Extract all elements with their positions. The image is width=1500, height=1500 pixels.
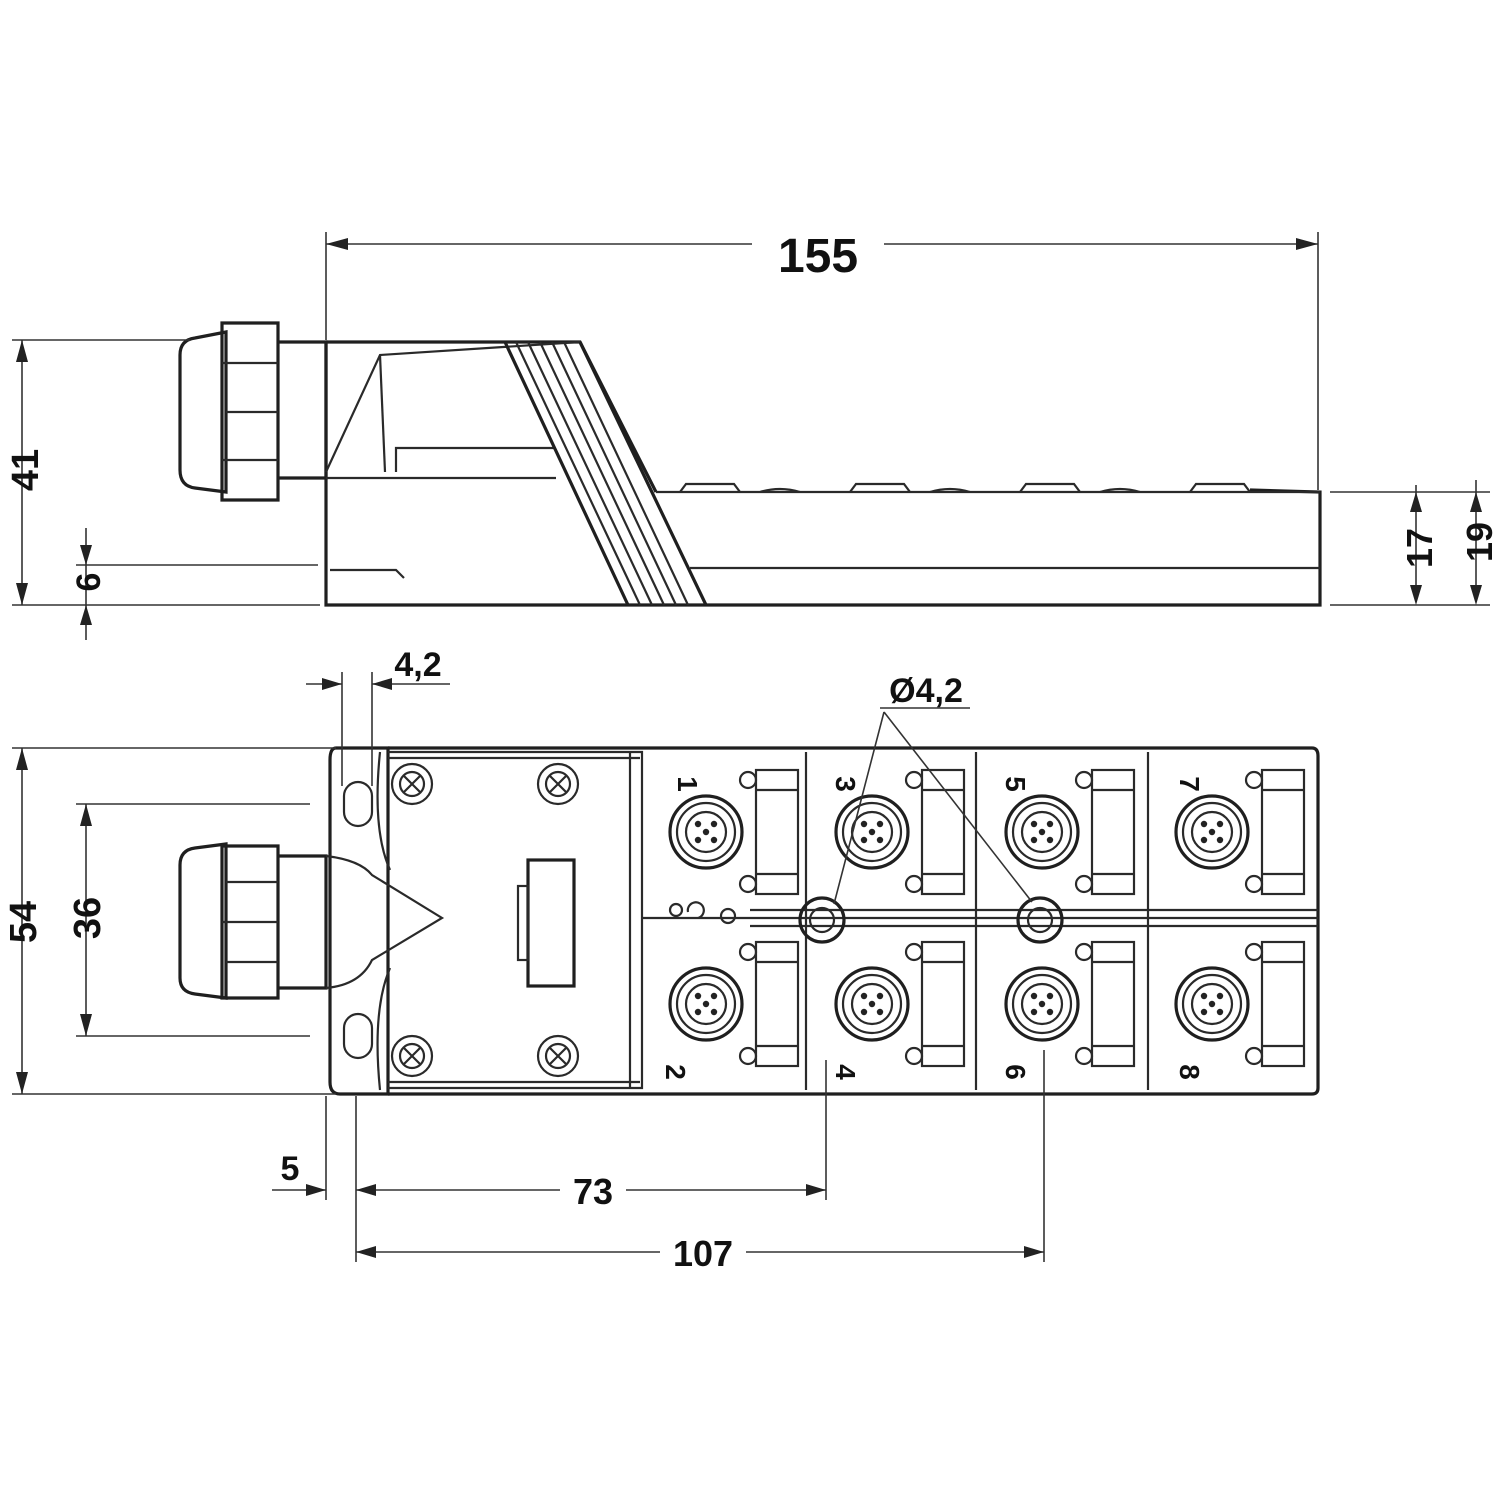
mounting-hole-icon	[798, 896, 846, 944]
dimension-41: 41	[5, 339, 320, 606]
dimension-5: 5	[272, 1096, 357, 1262]
port-label-4: 4	[830, 1064, 861, 1080]
m12-port-icon	[668, 940, 800, 1068]
dimension-155-label: 155	[778, 230, 858, 283]
m12-port-icon	[668, 768, 800, 896]
dimension-5-label: 5	[281, 1150, 300, 1188]
m12-port-icon	[1004, 768, 1136, 896]
mounting-hole-icon	[1016, 896, 1064, 944]
screw-icon	[536, 762, 580, 806]
dimension-54-label: 54	[3, 901, 45, 943]
m12-port-icon	[1004, 940, 1136, 1068]
screw-icon	[536, 1034, 580, 1078]
m12-port-icon	[1174, 768, 1306, 896]
m12-port-icon	[834, 940, 966, 1068]
dimension-17-label: 17	[1399, 528, 1440, 568]
dimension-155: 155	[325, 230, 1319, 490]
port-group	[668, 768, 1306, 1068]
m12-port-icon	[1174, 940, 1306, 1068]
dimension-107-label: 107	[673, 1233, 733, 1274]
dimension-36-label: 36	[67, 897, 109, 939]
port-label-8: 8	[1174, 1064, 1205, 1080]
port-label-3: 3	[830, 776, 861, 792]
dimension-diameter: Ø4,2	[833, 672, 1033, 905]
dimension-41-label: 41	[5, 449, 47, 491]
port-label-5: 5	[1000, 776, 1031, 792]
dimension-4-2-label: 4,2	[394, 646, 441, 684]
top-view	[178, 746, 1320, 1096]
m12-port-icon	[834, 768, 966, 896]
dimension-6-label: 6	[70, 573, 108, 592]
port-label-7: 7	[1174, 776, 1205, 792]
screw-icon	[390, 762, 434, 806]
port-labels: 1 2 3 4 5 6 7 8	[660, 776, 1205, 1080]
dimension-73-label: 73	[573, 1171, 613, 1212]
dimension-73: 73	[356, 1060, 827, 1212]
port-label-2: 2	[660, 1064, 691, 1080]
dimension-36: 36	[67, 803, 310, 1037]
dimension-4-2: 4,2	[306, 646, 450, 786]
port-label-6: 6	[1000, 1064, 1031, 1080]
dimension-19-label: 19	[1459, 522, 1500, 562]
port-label-1: 1	[672, 776, 703, 792]
dimension-6: 6	[70, 528, 318, 640]
dimension-107: 107	[356, 1050, 1045, 1274]
side-view	[178, 321, 1322, 607]
dimension-54: 54	[3, 747, 336, 1095]
dimension-17-19: 17 19	[1330, 480, 1500, 606]
dimension-diameter-label: Ø4,2	[889, 672, 963, 710]
screw-icon	[390, 1034, 434, 1078]
